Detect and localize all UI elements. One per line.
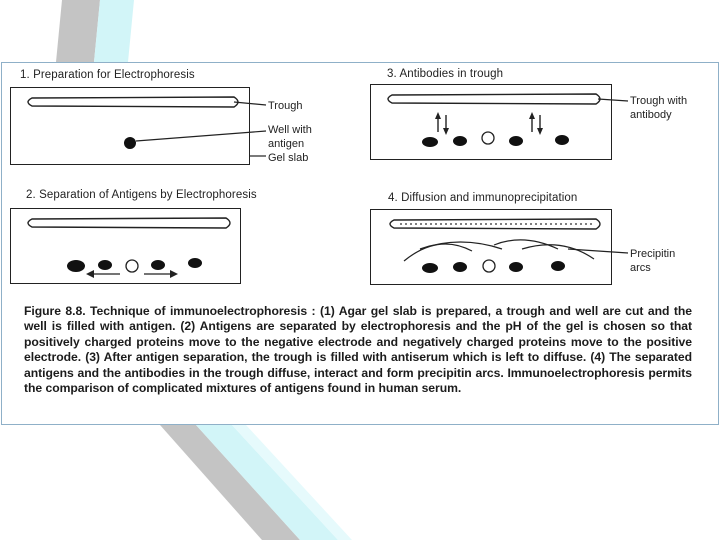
trough-pointer-3 — [597, 98, 629, 102]
antigen-well-4 — [482, 259, 496, 273]
label-precipitin-line2: arcs — [630, 262, 651, 274]
antigen-well-3 — [481, 131, 495, 145]
antigen-spot-4c — [509, 262, 523, 272]
gray-stripe-top — [56, 0, 100, 62]
antigen-spot-2b — [98, 260, 112, 270]
label-precipitin-line1: Precipitin — [630, 248, 676, 260]
antigen-spot-3c — [509, 136, 523, 146]
antigen-spot-2a — [67, 260, 85, 272]
antigen-spot-4a — [422, 263, 438, 273]
figure-caption: Figure 8.8. Technique of immunoelectroph… — [24, 304, 692, 396]
label-trough: Trough — [268, 100, 303, 112]
caption-lead: Figure 8.8. — [24, 304, 86, 318]
panel-1-title: 1. Preparation for Electrophoresis — [20, 69, 195, 81]
antigen-well-2 — [125, 259, 139, 273]
figure-panel: 1. Preparation for Electrophoresis 2. Se… — [1, 62, 719, 425]
antigen-spot-3b — [453, 136, 467, 146]
migration-arrowhead-left — [86, 270, 94, 278]
trough-1 — [27, 96, 239, 108]
arcs-pointer-4 — [567, 248, 629, 254]
trough-2 — [27, 217, 231, 229]
trough-3 — [387, 93, 601, 105]
cyan-stripe-top — [94, 0, 134, 62]
antigen-spot-2c — [151, 260, 165, 270]
panel-4-title: 4. Diffusion and immunoprecipitation — [388, 192, 578, 204]
antigen-spot-3a — [422, 137, 438, 147]
gray-stripe-bottom — [160, 425, 300, 540]
label-trough-antibody-line2: antibody — [630, 109, 672, 121]
panel-3-title: 3. Antibodies in trough — [387, 68, 504, 80]
antigen-spot-2d — [188, 258, 202, 268]
antigen-spot-4d — [551, 261, 565, 271]
label-gel-slab: Gel slab — [268, 152, 309, 164]
label-well-line2: antigen — [268, 138, 305, 150]
well-pointer-1 — [135, 130, 267, 142]
caption-text: Technique of immunoelectrophoresis : (1)… — [24, 304, 693, 396]
label-trough-antibody-line1: Trough with — [630, 95, 688, 107]
antigen-spot-3d — [555, 135, 569, 145]
antigen-well-1 — [124, 137, 136, 149]
diagram-artwork — [27, 93, 629, 278]
migration-arrowhead-right — [170, 270, 178, 278]
antigen-spot-4b — [453, 262, 467, 272]
panel-2-title: 2. Separation of Antigens by Electrophor… — [26, 189, 257, 201]
precipitin-arcs — [403, 239, 595, 262]
label-well-line1: Well with — [268, 124, 312, 136]
cyan-stripe-bottom — [196, 425, 338, 540]
diffusion-arrows-3 — [435, 112, 543, 135]
trough-pointer-1 — [233, 101, 267, 106]
cyan-stripe-bottom-light — [232, 425, 352, 540]
